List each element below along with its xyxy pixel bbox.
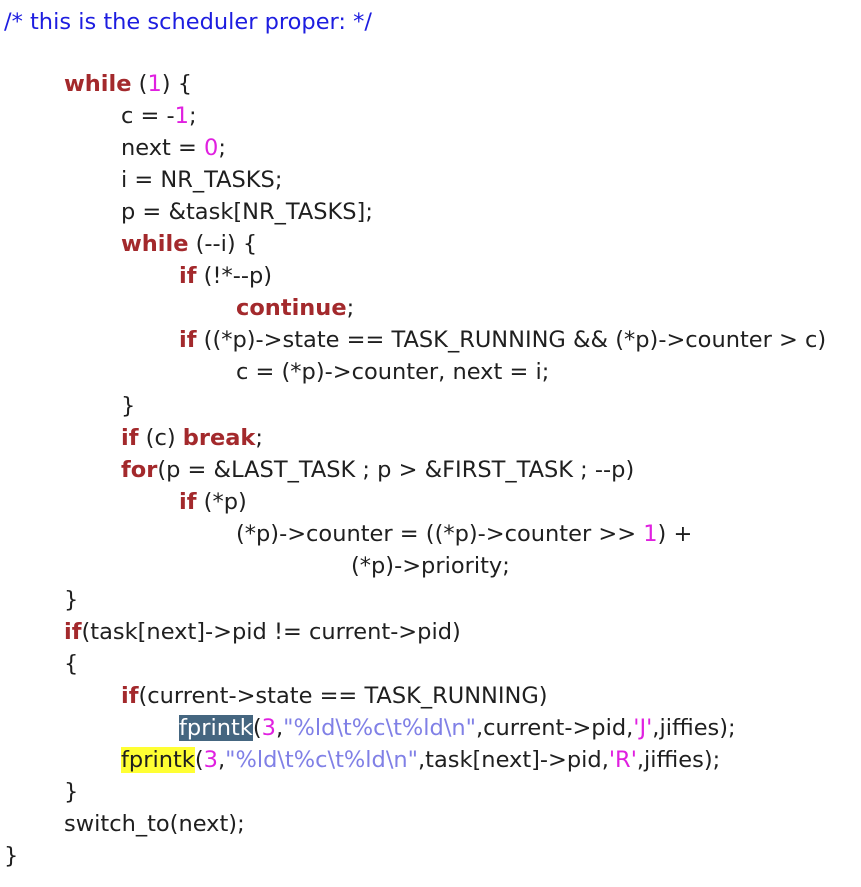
code-token: (c) (138, 425, 183, 451)
code-token: } (4, 843, 19, 869)
code-line: if (*p) (179, 486, 247, 518)
code-token: ((*p)->state == TASK_RUNNING && (*p)->co… (196, 327, 827, 353)
code-token: ; (218, 135, 226, 161)
code-token: ( (131, 71, 148, 97)
code-line: next = 0; (121, 132, 226, 164)
code-token: "%ld\t%c\t%ld\n" (283, 715, 477, 741)
code-line: i = NR_TASKS; (121, 164, 282, 196)
code-token: for (121, 457, 158, 483)
code-token: if (179, 263, 197, 289)
code-token: p = &task[NR_TASKS]; (121, 199, 373, 225)
code-line: if ((*p)->state == TASK_RUNNING && (*p)-… (179, 324, 826, 356)
code-line: continue; (236, 292, 354, 324)
code-line: } (64, 584, 78, 616)
code-line: { (64, 648, 78, 680)
code-token: c = - (121, 103, 175, 129)
code-token: break (182, 425, 256, 451)
code-token: (!*--p) (196, 263, 273, 289)
code-token: ,jiffies); (652, 715, 736, 741)
code-token: 'R' (608, 747, 637, 773)
code-token: (p = &LAST_TASK ; p > &FIRST_TASK ; --p) (157, 457, 635, 483)
code-token: 3 (261, 715, 276, 741)
code-token: ; (255, 425, 263, 451)
code-token: 1 (643, 521, 658, 547)
code-token: "%ld\t%c\t%ld\n" (225, 747, 419, 773)
code-token: while (121, 231, 189, 257)
code-token: if (179, 327, 197, 353)
code-token: next = (121, 135, 205, 161)
code-token: ) { (161, 71, 193, 97)
code-line: /* this is the scheduler proper: */ (4, 6, 372, 38)
code-token: continue (236, 295, 347, 321)
code-line: } (64, 776, 78, 808)
code-token: } (64, 587, 79, 613)
code-line: if (c) break; (121, 422, 263, 454)
code-token: if (64, 619, 82, 645)
code-line: fprintk(3,"%ld\t%c\t%ld\n",task[next]->p… (121, 744, 720, 776)
code-token: ; (188, 103, 197, 129)
code-line: while (1) { (64, 68, 192, 100)
code-token: ( (252, 715, 262, 741)
code-line: if(current->state == TASK_RUNNING) (121, 680, 548, 712)
code-line: (*p)->priority; (351, 550, 510, 582)
code-token: if (121, 425, 139, 451)
code-line: for(p = &LAST_TASK ; p > &FIRST_TASK ; -… (121, 454, 634, 486)
code-token: 3 (203, 747, 218, 773)
code-token: 0 (204, 135, 219, 161)
code-token: switch_to(next); (64, 811, 245, 837)
code-token: ) + (657, 521, 693, 547)
code-token: (*p)->priority; (351, 553, 510, 579)
code-line: if (!*--p) (179, 260, 272, 292)
code-token: if (121, 683, 139, 709)
code-token: (*p)->counter = ((*p)->counter >> (236, 521, 644, 547)
code-line: c = -1; (121, 100, 197, 132)
code-line: if(task[next]->pid != current->pid) (64, 616, 461, 648)
code-token: if (179, 489, 197, 515)
code-token: ( (194, 747, 204, 773)
code-line: switch_to(next); (64, 808, 245, 840)
code-token: /* this is the scheduler proper: */ (4, 9, 372, 35)
code-line: p = &task[NR_TASKS]; (121, 196, 373, 228)
code-token: fprintk (179, 715, 253, 741)
code-line: } (4, 840, 18, 872)
code-token: , (275, 715, 284, 741)
code-token: } (121, 393, 136, 419)
code-token: c = (*p)->counter, next = i; (236, 359, 550, 385)
code-line: c = (*p)->counter, next = i; (236, 356, 549, 388)
code-token: while (64, 71, 132, 97)
code-token: (--i) { (188, 231, 258, 257)
code-token: 'J' (633, 715, 653, 741)
code-token: ,jiffies); (636, 747, 721, 773)
code-token: (*p) (196, 489, 247, 515)
code-line: } (121, 390, 135, 422)
code-token: 1 (147, 71, 162, 97)
code-token: 1 (174, 103, 189, 129)
code-line: fprintk(3,"%ld\t%c\t%ld\n",current->pid,… (179, 712, 736, 744)
code-token: fprintk (121, 747, 195, 773)
code-token: ,current->pid, (476, 715, 634, 741)
code-line: while (--i) { (121, 228, 257, 260)
code-token: i = NR_TASKS; (121, 167, 283, 193)
code-token: , (217, 747, 226, 773)
code-line: (*p)->counter = ((*p)->counter >> 1) + (236, 518, 692, 550)
code-token: ; (346, 295, 355, 321)
code-token: (task[next]->pid != current->pid) (81, 619, 461, 645)
code-token: ,task[next]->pid, (418, 747, 609, 773)
code-token: { (64, 651, 79, 677)
code-token: (current->state == TASK_RUNNING) (138, 683, 548, 709)
code-token: } (64, 779, 79, 805)
